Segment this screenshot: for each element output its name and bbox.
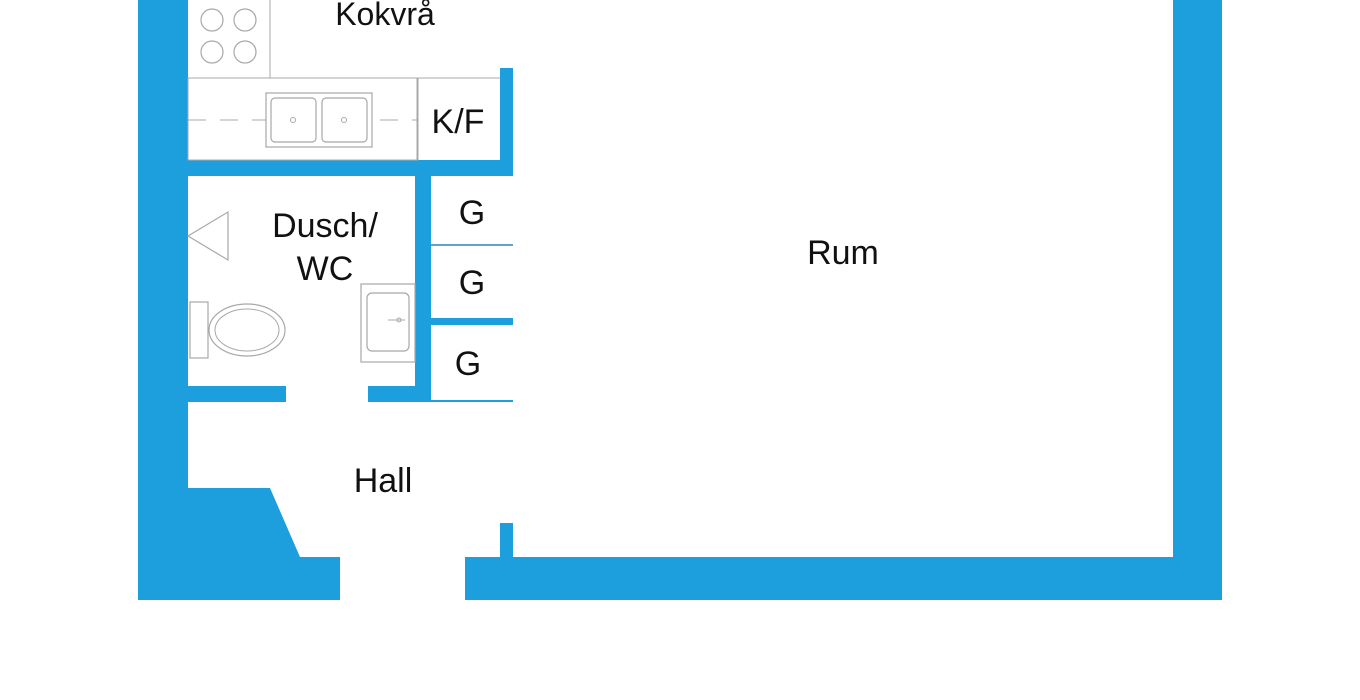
floor-closet-g3 (431, 325, 508, 400)
wall-stub-hall (500, 523, 513, 557)
stove-icon (200, 8, 257, 64)
floor-closet-strip (508, 325, 513, 400)
room-label-g1: G (459, 194, 485, 232)
shower-triangle-icon (186, 210, 229, 262)
floor-closet-g1 (431, 176, 513, 244)
entrance-door-opening (340, 555, 464, 600)
floor-closet-g2 (431, 246, 513, 318)
room-label-rum: Rum (807, 234, 879, 272)
room-label-dusch-line2: WC (297, 250, 354, 288)
room-label-g2: G (459, 264, 485, 302)
floor-bath-door (286, 384, 368, 404)
floor-hall-connector (500, 402, 513, 523)
room-label-hall: Hall (354, 462, 413, 500)
wall-stub-kf (500, 68, 513, 176)
floor-hall (188, 402, 513, 600)
room-label-kokvra: Kokvrå (335, 0, 435, 32)
room-label-g3: G (455, 345, 481, 383)
washbasin-icon (360, 283, 416, 363)
double-sink-icon (265, 92, 373, 148)
room-label-kf: K/F (432, 103, 485, 141)
toilet-icon (189, 301, 286, 359)
floor-rum (513, 0, 1173, 557)
room-label-dusch-line1: Dusch/ (272, 207, 378, 245)
